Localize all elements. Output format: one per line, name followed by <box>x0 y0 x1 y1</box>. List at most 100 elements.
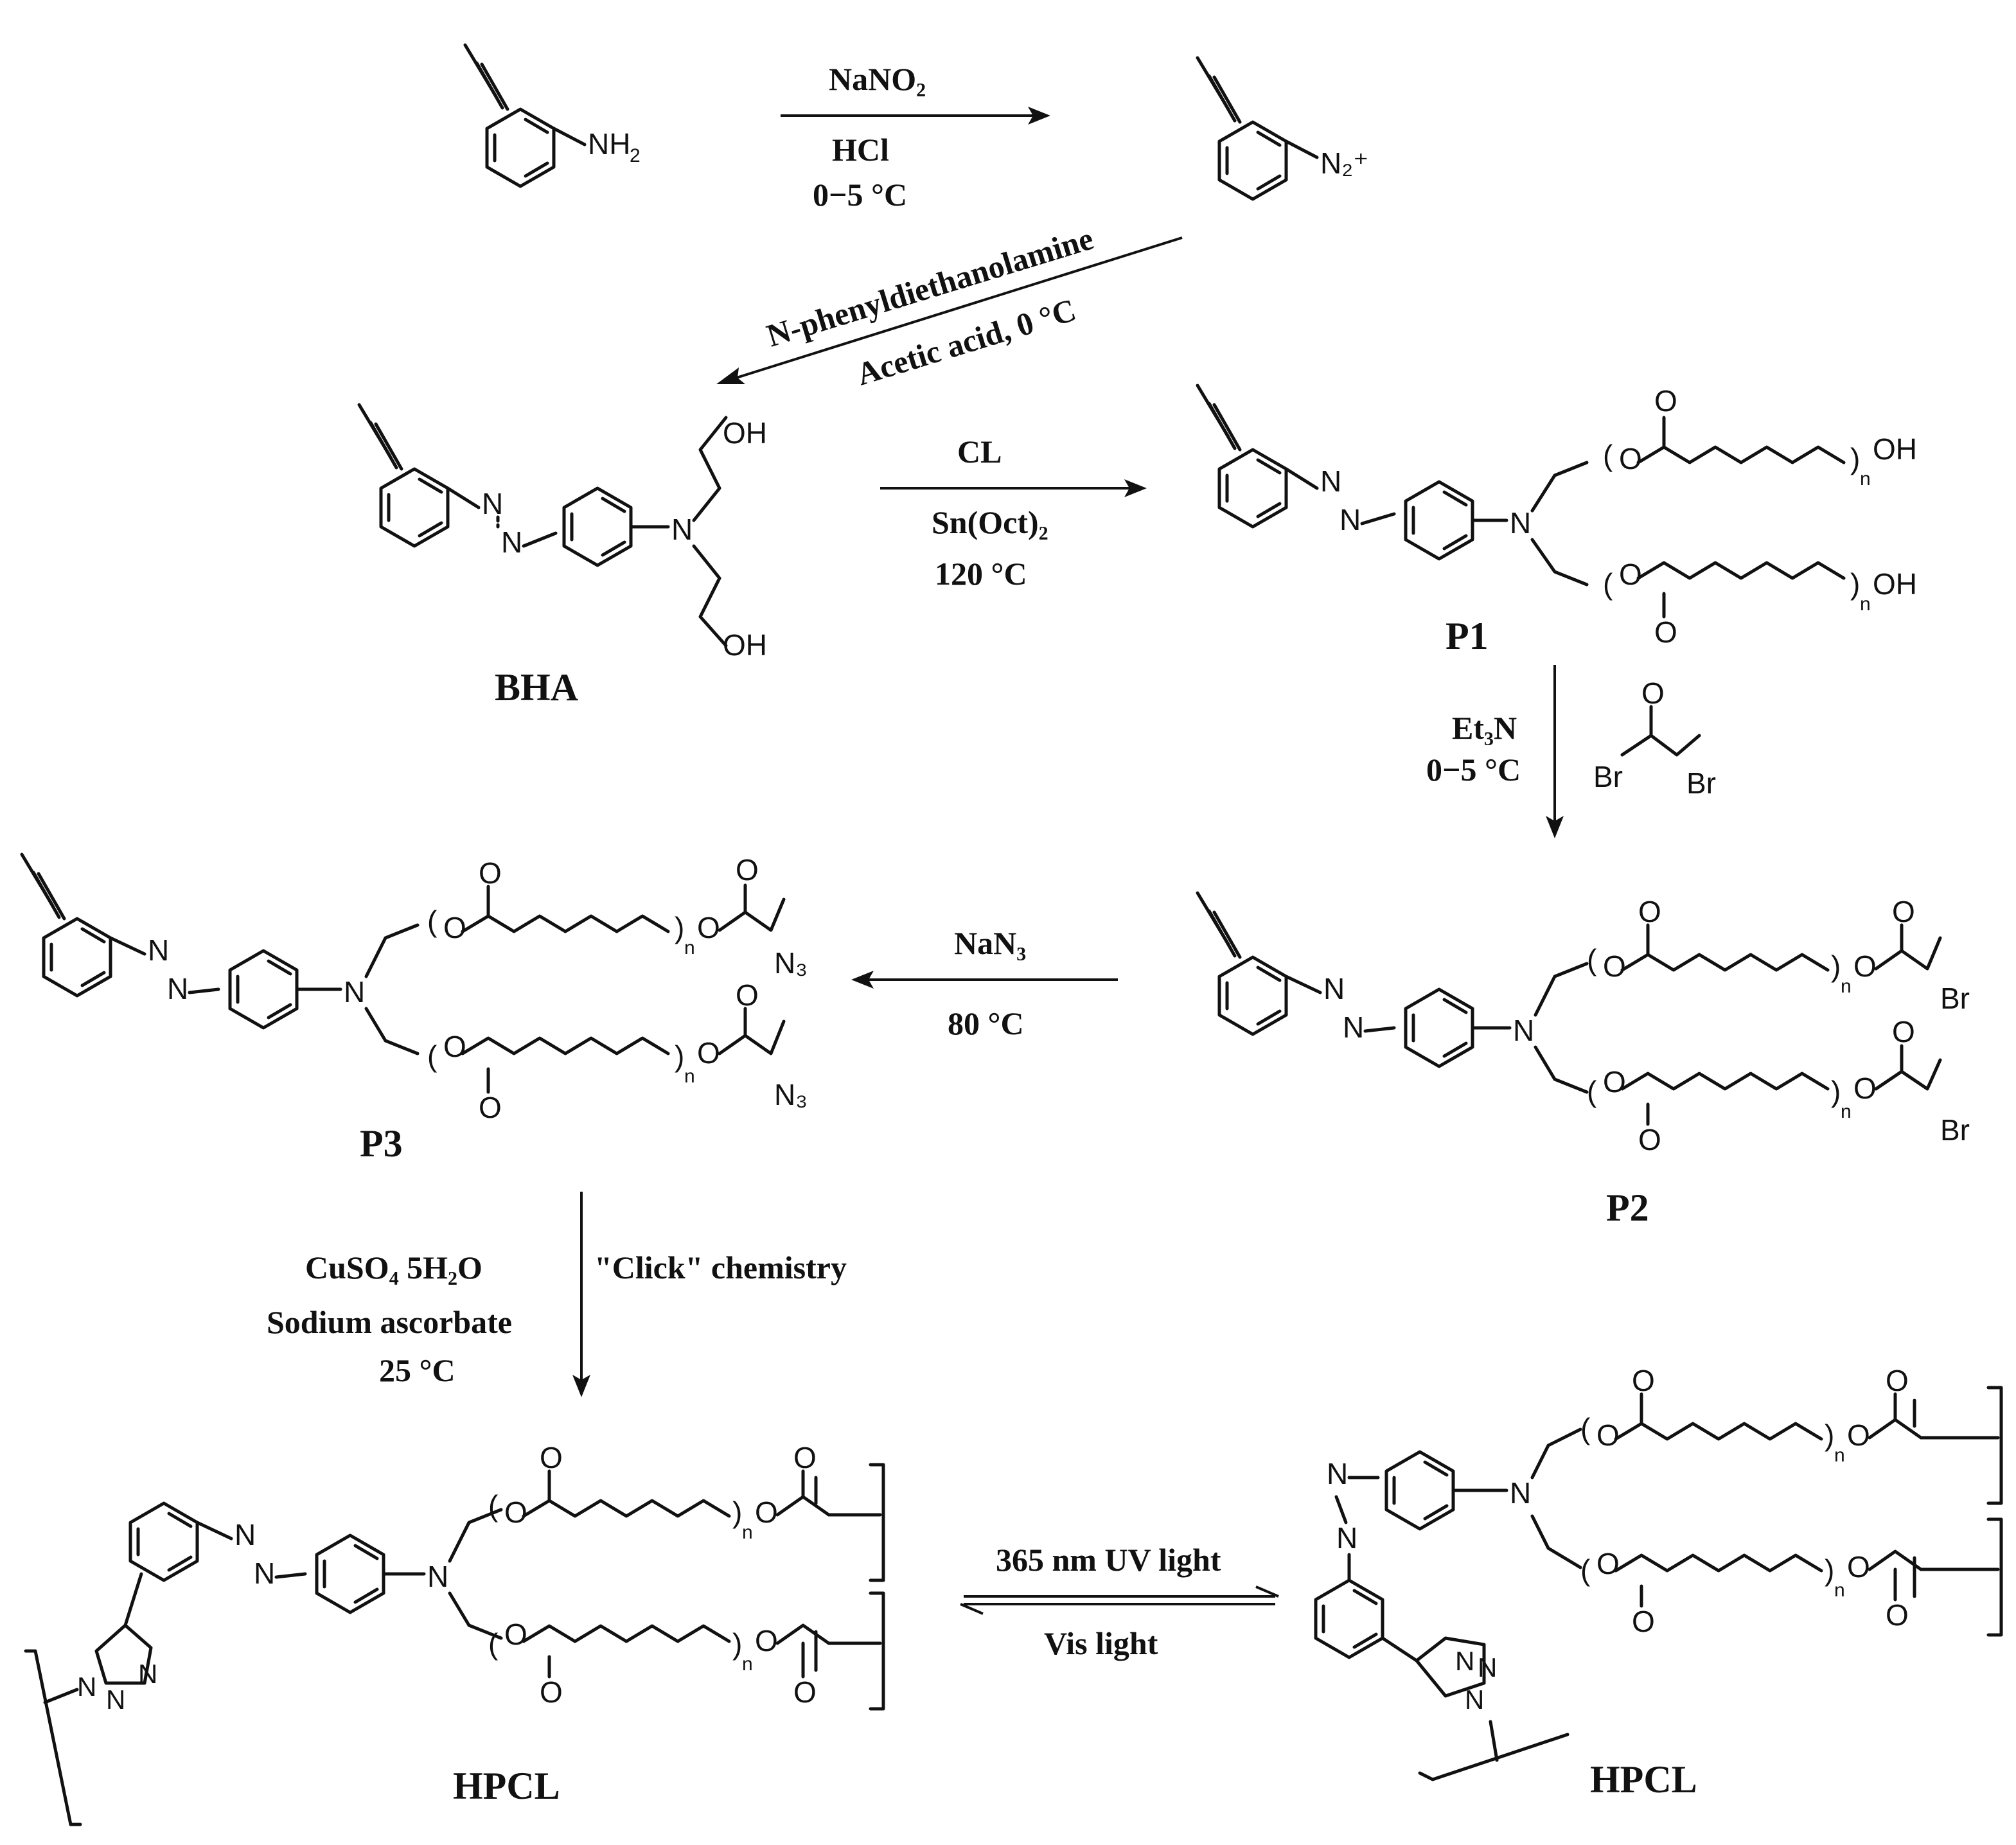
svg-text:): ) <box>1831 949 1841 983</box>
svg-text:(: ( <box>427 905 438 938</box>
svg-text:(: ( <box>1580 1553 1591 1587</box>
svg-text:O: O <box>1632 1364 1655 1397</box>
cond-nano2: NaNO₂ <box>829 61 926 97</box>
nh2-sub: 2 <box>630 145 641 166</box>
p1-oh-top: OH <box>1873 432 1917 466</box>
svg-text:): ) <box>732 1496 742 1529</box>
svg-text:N: N <box>1478 1652 1497 1682</box>
svg-text:O: O <box>1886 1364 1909 1397</box>
svg-text:O: O <box>443 911 466 944</box>
arrow-azo-coupling <box>716 236 1183 384</box>
label-hpcl-cis: HPCL <box>1590 1758 1697 1801</box>
hpcl-cis-structure: N N N N N N ( O O ) n O O ( O O <box>1316 1364 2003 1781</box>
svg-text:O: O <box>736 853 759 887</box>
svg-text:O: O <box>1632 1605 1655 1638</box>
svg-text:O: O <box>1654 384 1677 418</box>
svg-text:O: O <box>1638 1123 1661 1156</box>
svg-text:N: N <box>1323 972 1345 1005</box>
p2-br-top: Br <box>1940 982 1970 1015</box>
svg-text:N: N <box>148 933 169 967</box>
cond-temp-3: 120 °C <box>935 556 1027 592</box>
cond-hcl: HCl <box>832 132 889 168</box>
svg-text:): ) <box>1825 1418 1834 1452</box>
svg-text:n: n <box>1841 1101 1852 1122</box>
svg-text:NH: NH <box>588 127 630 161</box>
svg-text:O: O <box>1847 1418 1870 1452</box>
svg-text:): ) <box>1831 1075 1841 1108</box>
n2plus-label: N₂⁺ <box>1320 146 1368 180</box>
svg-text:O: O <box>443 1030 466 1063</box>
svg-text:n: n <box>1841 976 1852 997</box>
svg-text:N: N <box>1336 1521 1357 1555</box>
arrow-click <box>572 1192 590 1397</box>
svg-text:O: O <box>1853 1072 1877 1105</box>
svg-text:n: n <box>742 1654 753 1675</box>
cond-uv: 365 nm UV light <box>996 1542 1221 1578</box>
p2-br-bottom: Br <box>1940 1113 1970 1147</box>
svg-text:O: O <box>1638 895 1661 928</box>
svg-text:N: N <box>1343 1011 1364 1044</box>
svg-text:(: ( <box>488 1489 499 1523</box>
svg-text:N: N <box>344 975 365 1009</box>
p3-n3-top: N₃ <box>774 946 808 980</box>
svg-text:N: N <box>482 487 503 520</box>
bromopropionyl-bromide: O Br Br <box>1593 676 1716 800</box>
svg-text:O: O <box>1603 1065 1626 1099</box>
svg-text:O: O <box>736 978 759 1012</box>
svg-text:n: n <box>1860 594 1871 615</box>
arrow-photoisomerization <box>960 1585 1279 1615</box>
label-bha: BHA <box>495 666 578 709</box>
svg-text:): ) <box>675 1039 684 1073</box>
svg-text:N: N <box>1320 464 1341 498</box>
cond-click: "Click" chemistry <box>594 1249 847 1285</box>
svg-text:O: O <box>540 1675 563 1709</box>
svg-text:O: O <box>697 1036 720 1070</box>
arrow-diazotization <box>781 107 1050 125</box>
svg-text:O: O <box>479 856 502 890</box>
arrow-rop <box>880 479 1147 497</box>
svg-text:O: O <box>1892 1015 1915 1048</box>
svg-text:(: ( <box>1603 567 1613 601</box>
svg-text:(: ( <box>1580 1412 1591 1445</box>
svg-text:O: O <box>1619 558 1642 591</box>
cond-snoct: Sn(Oct)₂ <box>932 504 1048 540</box>
svg-text:N: N <box>1465 1684 1484 1715</box>
acyl-br: Br <box>1593 760 1623 793</box>
arrow-bromination <box>1546 665 1564 838</box>
p1-oh-bottom: OH <box>1873 567 1917 601</box>
bha-structure: N N N OH OH <box>359 405 767 662</box>
svg-text:(: ( <box>1587 943 1597 976</box>
svg-text:O: O <box>793 1441 817 1474</box>
svg-text:n: n <box>684 937 695 958</box>
svg-text:(: ( <box>1603 439 1613 472</box>
svg-text:N: N <box>1340 503 1361 536</box>
svg-text:O: O <box>1853 949 1877 983</box>
svg-text:O: O <box>697 911 720 944</box>
cond-cuso4: CuSO₄ 5H₂O <box>305 1249 482 1285</box>
svg-text:O: O <box>1619 442 1642 475</box>
svg-text:): ) <box>732 1627 742 1661</box>
svg-text:O: O <box>1641 676 1665 710</box>
p2-structure: N N N ( O O ) n O O Br ( O O ) n O O Br <box>1198 893 1970 1156</box>
svg-text:n: n <box>684 1066 695 1087</box>
label-p1: P1 <box>1446 615 1489 657</box>
arrow-azidation <box>851 971 1118 989</box>
svg-text:N: N <box>1513 1014 1534 1047</box>
cond-temp-5: 80 °C <box>948 1005 1024 1041</box>
svg-text:(: ( <box>1587 1075 1597 1108</box>
svg-text:N: N <box>106 1684 125 1715</box>
svg-text:(: ( <box>427 1039 438 1073</box>
svg-text:O: O <box>540 1441 563 1474</box>
svg-text:N: N <box>1510 1476 1531 1510</box>
cond-cl: CL <box>957 434 1002 470</box>
3-ethynylaniline: NH2 <box>465 45 641 186</box>
svg-text:N: N <box>671 513 693 546</box>
svg-text:O: O <box>1892 895 1915 928</box>
cond-et3n: Et₃N <box>1452 710 1517 746</box>
svg-text:N: N <box>77 1672 96 1702</box>
svg-text:O: O <box>479 1091 502 1124</box>
svg-text:N: N <box>234 1518 256 1551</box>
svg-text:O: O <box>1596 1418 1620 1452</box>
svg-text:O: O <box>1847 1550 1870 1584</box>
